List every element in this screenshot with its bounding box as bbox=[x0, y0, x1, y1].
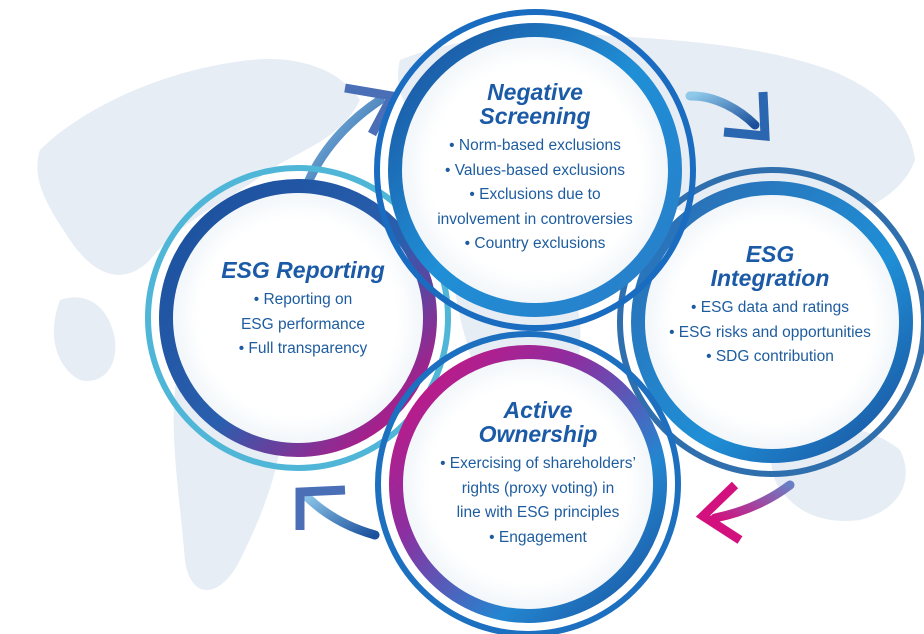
bullet-list: • ESG data and ratings • ESG risks and o… bbox=[655, 296, 885, 370]
bullet-item: • Exclusions due to bbox=[469, 186, 601, 203]
bullet-item: • Values-based exclusions bbox=[444, 161, 626, 179]
node-negative-screening: Negative Screening • Norm-based exclusio… bbox=[410, 80, 660, 257]
title-line: Integration bbox=[710, 265, 830, 291]
bullet-item: • Full transparency bbox=[238, 340, 368, 357]
curved-arrow-icon bbox=[295, 485, 346, 530]
bullet-list: • Norm-based exclusions • Values-based e… bbox=[410, 134, 660, 257]
arrow-integration-to-ownership bbox=[695, 480, 795, 544]
ring-active-ownership bbox=[375, 331, 681, 634]
ring-negative-screening bbox=[374, 9, 696, 331]
curved-arrow-icon bbox=[344, 83, 399, 137]
arrow-ownership-to-reporting bbox=[295, 485, 380, 540]
bullet-item: • Norm-based exclusions bbox=[449, 137, 621, 154]
bullet-item: rights (proxy voting) in bbox=[461, 479, 615, 497]
node-active-ownership: Active Ownership • Exercising of shareho… bbox=[398, 398, 678, 550]
curved-arrow-icon bbox=[723, 91, 770, 141]
bullet-item: • Exercising of shareholders’ bbox=[440, 455, 636, 472]
arrow-reporting-to-negative bbox=[300, 83, 399, 195]
title-line: Active bbox=[503, 397, 573, 423]
curved-arrow-icon bbox=[695, 481, 743, 544]
title-line: ESG bbox=[745, 241, 795, 267]
arrow-negative-to-integration bbox=[685, 91, 770, 141]
title-line: Screening bbox=[479, 103, 591, 129]
bullet-item: • Engagement bbox=[489, 528, 587, 546]
node-esg-integration: ESG Integration • ESG data and ratings •… bbox=[655, 242, 885, 370]
bullet-item: line with ESG principles bbox=[456, 504, 620, 521]
bullet-item: ESG performance bbox=[240, 315, 366, 333]
bullet-list: • Exercising of shareholders’ rights (pr… bbox=[398, 452, 678, 550]
bullet-item: • Reporting on bbox=[253, 291, 353, 308]
bullet-item: involvement in controversies bbox=[437, 210, 633, 228]
bullet-list: • Reporting on ESG performance • Full tr… bbox=[188, 288, 418, 362]
node-title-esg-integration: ESG Integration bbox=[655, 242, 885, 290]
node-title-negative-screening: Negative Screening bbox=[410, 80, 660, 128]
title-line: Negative bbox=[487, 79, 583, 105]
ring-esg-integration bbox=[617, 167, 924, 477]
node-title-active-ownership: Active Ownership bbox=[398, 398, 678, 446]
node-title-esg-reporting: ESG Reporting bbox=[188, 258, 418, 282]
bullet-item: • ESG risks and opportunities bbox=[669, 323, 871, 341]
title-line: ESG Reporting bbox=[221, 257, 385, 283]
bullet-item: • SDG contribution bbox=[706, 348, 834, 365]
ring-esg-reporting bbox=[145, 165, 451, 471]
node-esg-reporting: ESG Reporting • Reporting on ESG perform… bbox=[188, 258, 418, 362]
bullet-item: • Country exclusions bbox=[464, 235, 606, 252]
title-line: Ownership bbox=[478, 421, 598, 447]
bullet-item: • ESG data and ratings bbox=[691, 299, 849, 316]
